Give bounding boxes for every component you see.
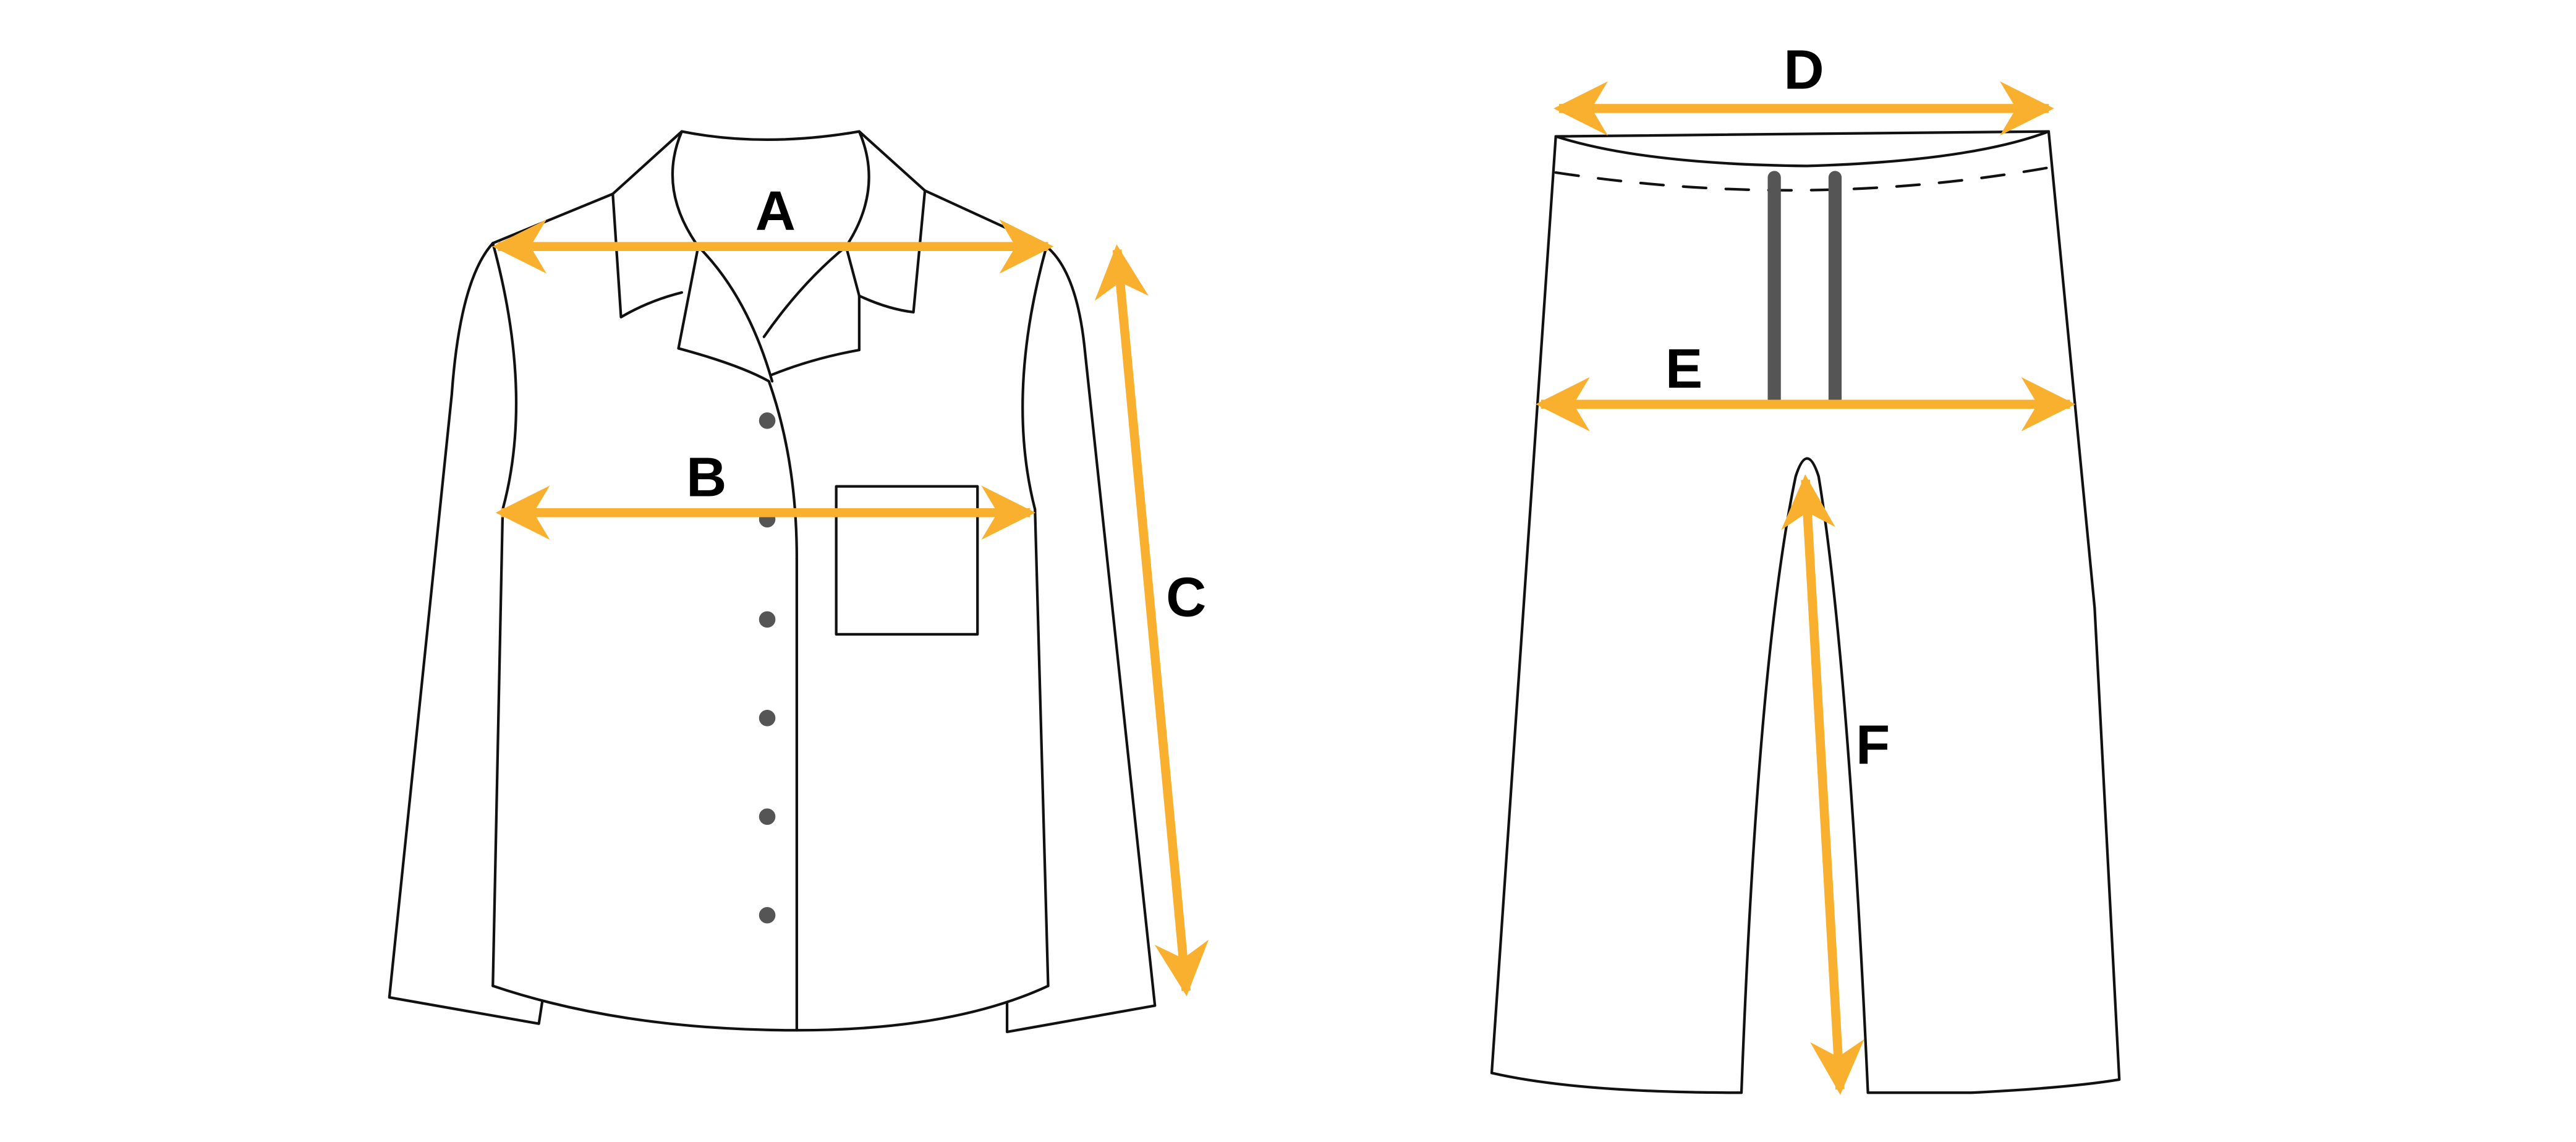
pants-drawing <box>1490 130 2121 1094</box>
shirt-right-sleeve <box>1005 245 1157 1034</box>
shirt-right-shoulder <box>857 130 1048 248</box>
measure-arrow-c <box>1094 244 1209 997</box>
label-d: D <box>1783 39 1824 101</box>
shirt-drawing <box>388 130 1157 1034</box>
pants-waistband-bottom <box>1554 130 2051 168</box>
button <box>759 611 776 628</box>
measure-arrow-f <box>1781 474 1864 1095</box>
label-f: F <box>1856 714 1890 777</box>
button <box>759 710 776 727</box>
button <box>759 808 776 825</box>
shirt-left-shoulder <box>491 130 683 245</box>
shirt-right-collar <box>857 189 927 314</box>
shirt-right-lapel <box>770 130 870 377</box>
shirt-lapel-fold-right <box>762 245 848 338</box>
shirt-buttons <box>759 412 776 924</box>
pants-waistband-top <box>1554 130 2051 138</box>
shirt-left-sleeve <box>388 242 544 1025</box>
shirt-right-armhole <box>1021 245 1050 987</box>
label-b: B <box>686 446 726 509</box>
label-c: C <box>1166 566 1206 629</box>
button <box>759 906 776 924</box>
pants-waistband-stitch <box>1554 166 2051 192</box>
pants-outline <box>1490 130 2121 1094</box>
label-a: A <box>755 180 796 242</box>
button <box>759 412 776 429</box>
shirt-collar-top <box>680 130 861 142</box>
shirt-left-lapel <box>671 130 799 560</box>
shirt-lapel-fold <box>697 245 774 383</box>
label-e: E <box>1665 338 1702 400</box>
shirt-left-armhole <box>491 242 518 987</box>
shirt-left-collar <box>611 192 683 319</box>
shirt-hem <box>491 984 1050 1032</box>
